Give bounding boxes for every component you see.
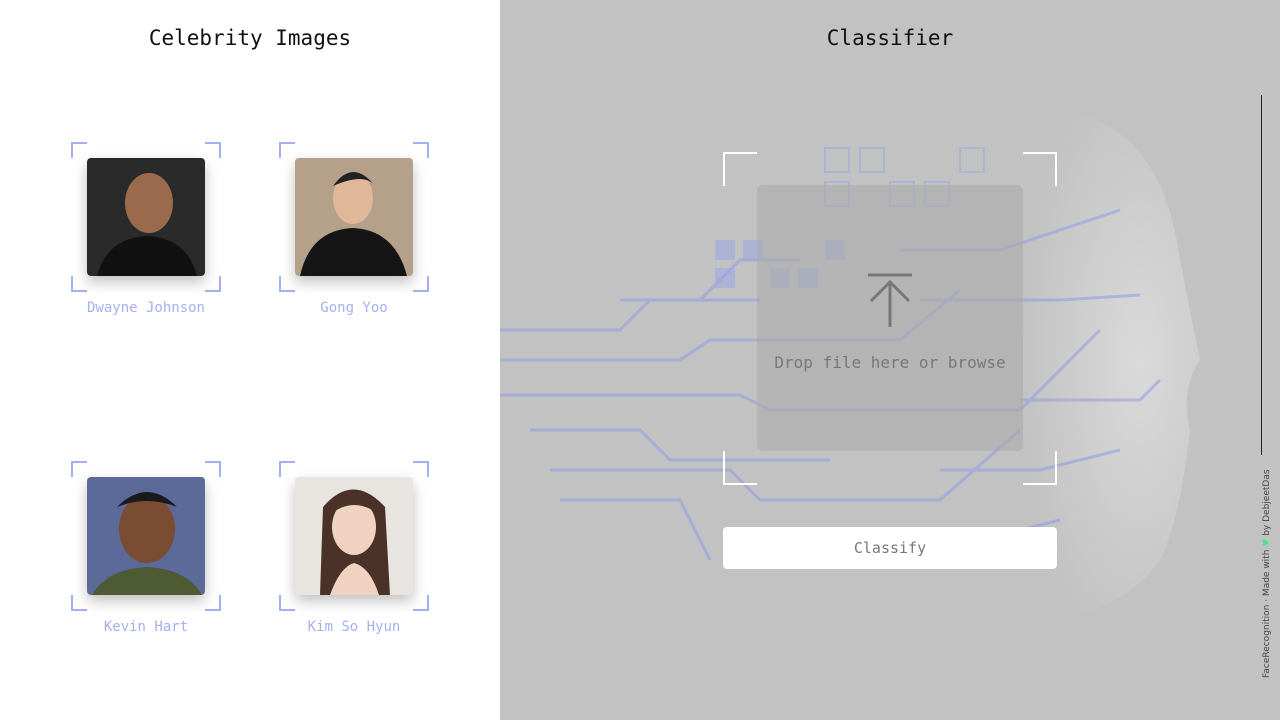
- classify-button[interactable]: Classify: [723, 527, 1057, 569]
- celebrity-panel: Celebrity Images Dwayne Johnson Gong Yoo…: [0, 0, 500, 720]
- celebrity-card[interactable]: Gong Yoo: [279, 142, 429, 316]
- classifier-panel: Classifier Drop file here or browse Clas…: [500, 0, 1280, 720]
- celebrity-photo[interactable]: [87, 477, 205, 595]
- heart-icon: ♥: [1262, 538, 1272, 547]
- celebrity-card[interactable]: Kevin Hart: [71, 461, 221, 635]
- celebrity-title: Celebrity Images: [148, 26, 352, 50]
- celebrity-photo[interactable]: [295, 158, 413, 276]
- file-drop-zone[interactable]: Drop file here or browse: [757, 185, 1023, 451]
- credit-author: by DebjeetDas: [1262, 469, 1272, 539]
- celebrity-card[interactable]: Kim So Hyun: [279, 461, 429, 635]
- celebrity-name: Gong Yoo: [320, 300, 388, 316]
- classifier-title: Classifier: [826, 26, 954, 50]
- credit-text: FaceRecognition · Made with ♥ by Debjeet…: [1262, 469, 1272, 678]
- drop-frame: [723, 152, 1057, 485]
- celebrity-photo[interactable]: [87, 158, 205, 276]
- credit-prefix: FaceRecognition · Made with: [1262, 546, 1272, 678]
- upload-arrow-icon: [868, 273, 912, 327]
- celebrity-card[interactable]: Dwayne Johnson: [71, 142, 221, 316]
- celebrity-name: Dwayne Johnson: [86, 300, 205, 316]
- divider-line: [1261, 95, 1262, 455]
- celebrity-name: Kevin Hart: [103, 619, 189, 635]
- drop-text[interactable]: Drop file here or browse: [774, 353, 1006, 372]
- celebrity-photo[interactable]: [295, 477, 413, 595]
- celebrity-name: Kim So Hyun: [307, 619, 401, 635]
